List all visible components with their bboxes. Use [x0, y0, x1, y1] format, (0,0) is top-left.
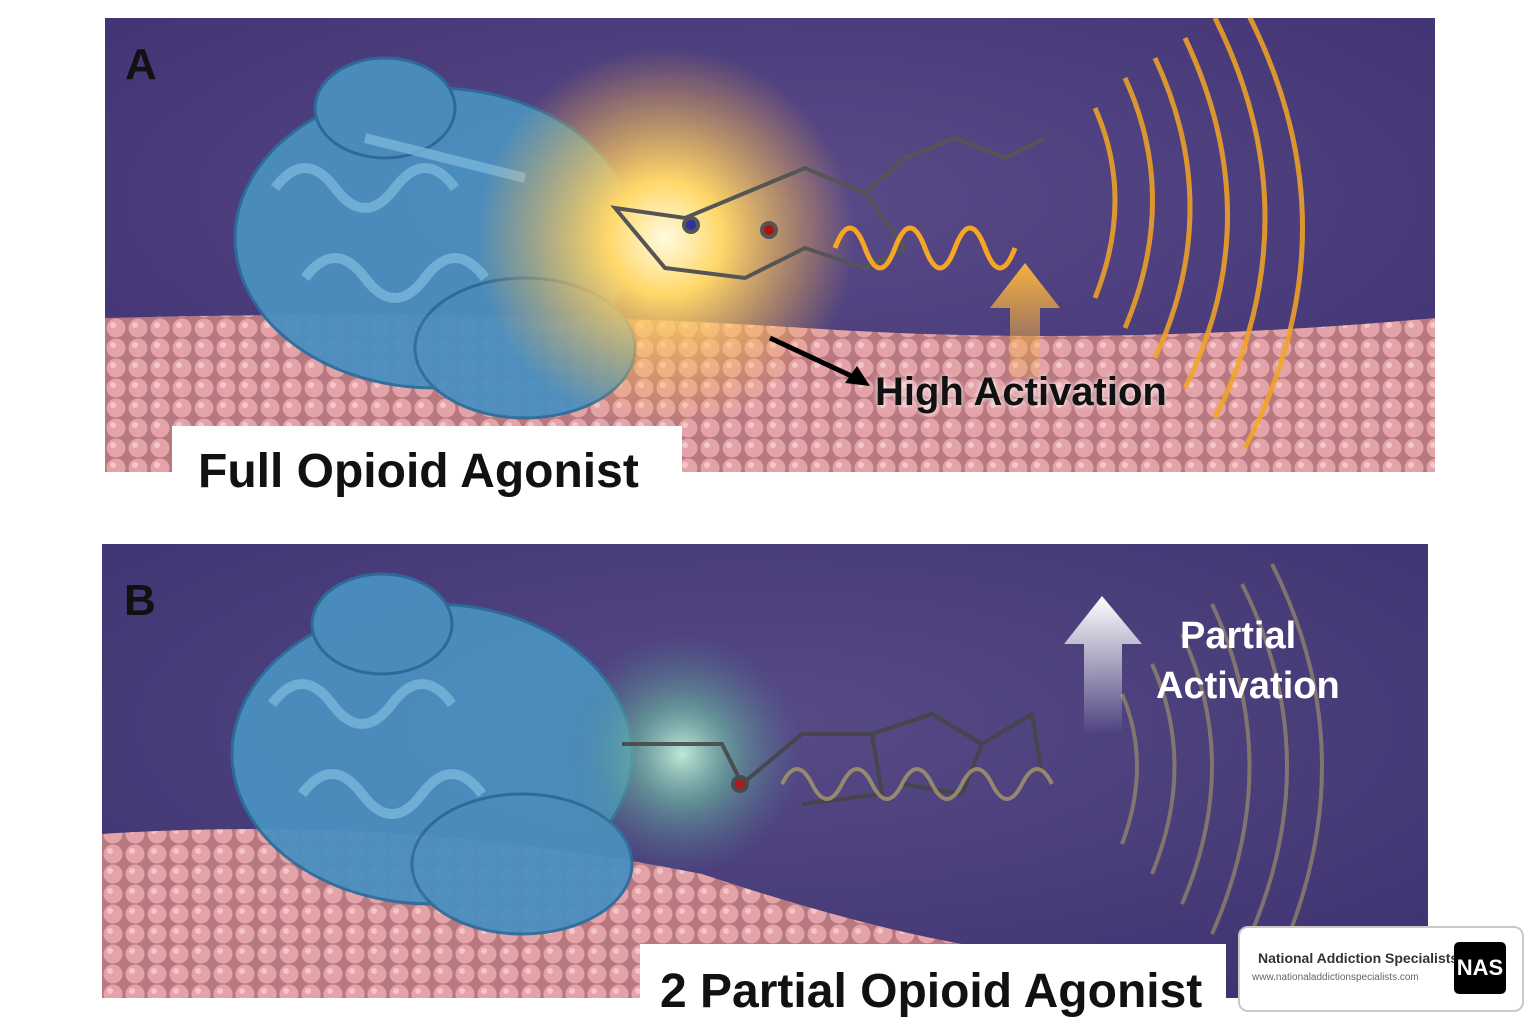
panel-letter: A [125, 40, 157, 89]
ligand-molecule [610, 135, 1046, 281]
activation-wave [780, 767, 1054, 801]
binding-glow [475, 48, 855, 428]
activation-rings [1092, 18, 1305, 450]
protein-receptor [230, 572, 634, 936]
panel-letter: B [124, 576, 156, 625]
caption-box-b [640, 944, 1226, 1024]
panel-partial-agonist: B Partial Activation [102, 544, 1428, 998]
brand-name: National Addiction Specialists [1258, 950, 1459, 966]
binding-glow [562, 634, 802, 874]
brand-logo-mark: NAS [1454, 942, 1506, 994]
partial-label-line2: Activation [1156, 665, 1340, 707]
full-agonist-illustration [105, 18, 1435, 472]
up-arrow-icon [990, 263, 1060, 378]
panel-title: Full Opioid Agonist [198, 445, 639, 498]
caption-box-a [172, 426, 682, 506]
high-activation-label: High Activation [875, 370, 1167, 414]
panel-full-agonist: A High Activation [105, 18, 1435, 472]
activation-rings [1120, 563, 1324, 975]
up-arrow-icon [1064, 596, 1142, 734]
pointer-arrow-icon [768, 335, 862, 383]
activation-wave [832, 225, 1018, 271]
ligand-molecule [622, 710, 1044, 806]
panel-title: 2 Partial Opioid Agonist [660, 965, 1203, 1018]
partial-agonist-illustration [102, 544, 1428, 998]
brand-logo-badge: National Addiction Specialists www.natio… [1238, 926, 1524, 1012]
partial-label-line1: Partial [1180, 615, 1297, 657]
brand-url: www.nationaladdictionspecialists.com [1252, 972, 1419, 983]
